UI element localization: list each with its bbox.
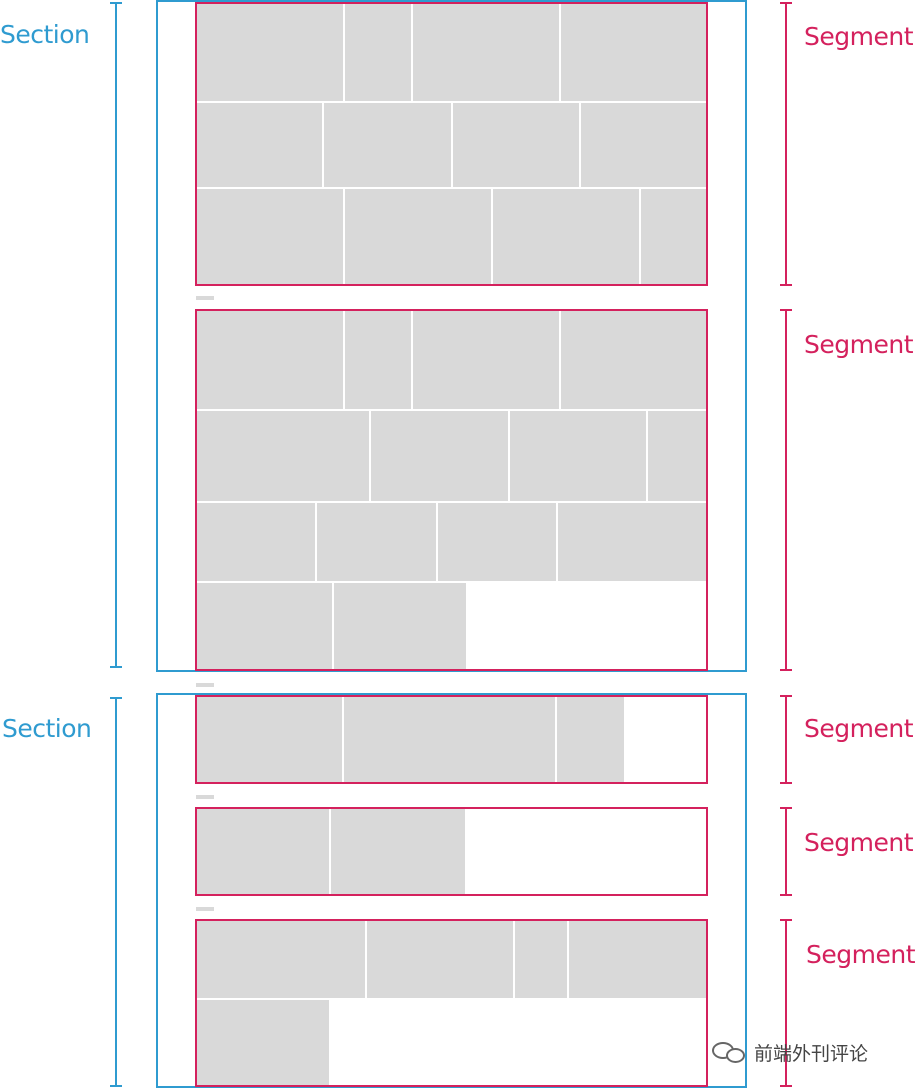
placeholder-tile [197, 697, 342, 782]
segment-label-3: Segment [804, 714, 914, 743]
placeholder-tile [557, 697, 624, 782]
placeholder-tile [561, 311, 706, 409]
placeholder-tile [334, 583, 466, 669]
segment-box-2 [195, 309, 708, 671]
section-label-2: Section [2, 714, 92, 743]
placeholder-tile [569, 921, 706, 998]
placeholder-tile [197, 189, 343, 284]
placeholder-tile [453, 103, 579, 187]
caption-placeholder [196, 795, 214, 799]
placeholder-tile [367, 921, 513, 998]
placeholder-tile [197, 103, 322, 187]
wechat-icon [712, 1039, 748, 1065]
segment-box-1 [195, 2, 708, 286]
placeholder-tile [344, 697, 555, 782]
segment-label-4: Segment [804, 828, 914, 857]
segment-label-2: Segment [804, 330, 914, 359]
placeholder-tile [413, 4, 559, 101]
placeholder-tile [641, 189, 706, 284]
section-label-1: Section [0, 20, 90, 49]
watermark: 前端外刊评论 [712, 1039, 868, 1065]
placeholder-tile [561, 4, 706, 101]
placeholder-tile [197, 311, 343, 409]
placeholder-tile [317, 503, 436, 581]
segment-box-4 [195, 807, 708, 896]
placeholder-tile [581, 103, 706, 187]
placeholder-tile [197, 503, 315, 581]
segment-box-5 [195, 919, 708, 1087]
caption-placeholder [196, 296, 214, 300]
placeholder-tile [648, 411, 706, 501]
placeholder-tile [197, 1000, 329, 1085]
placeholder-tile [510, 411, 646, 501]
section-box-2 [156, 693, 747, 1088]
placeholder-tile [197, 921, 365, 998]
caption-placeholder [196, 683, 214, 687]
placeholder-tile [558, 503, 706, 581]
caption-placeholder [196, 907, 214, 911]
segment-label-1: Segment [804, 22, 914, 51]
segment-box-3 [195, 695, 708, 784]
placeholder-tile [345, 189, 491, 284]
placeholder-tile [197, 583, 332, 669]
section-box-1 [156, 0, 747, 672]
placeholder-tile [345, 4, 411, 101]
placeholder-tile [324, 103, 451, 187]
placeholder-tile [413, 311, 559, 409]
placeholder-tile [438, 503, 556, 581]
placeholder-tile [371, 411, 508, 501]
placeholder-tile [331, 809, 465, 894]
placeholder-tile [197, 809, 329, 894]
placeholder-tile [493, 189, 639, 284]
segment-label-5: Segment [806, 940, 916, 969]
placeholder-tile [345, 311, 411, 409]
placeholder-tile [515, 921, 567, 998]
placeholder-tile [197, 4, 343, 101]
watermark-text: 前端外刊评论 [754, 1042, 869, 1065]
placeholder-tile [197, 411, 369, 501]
